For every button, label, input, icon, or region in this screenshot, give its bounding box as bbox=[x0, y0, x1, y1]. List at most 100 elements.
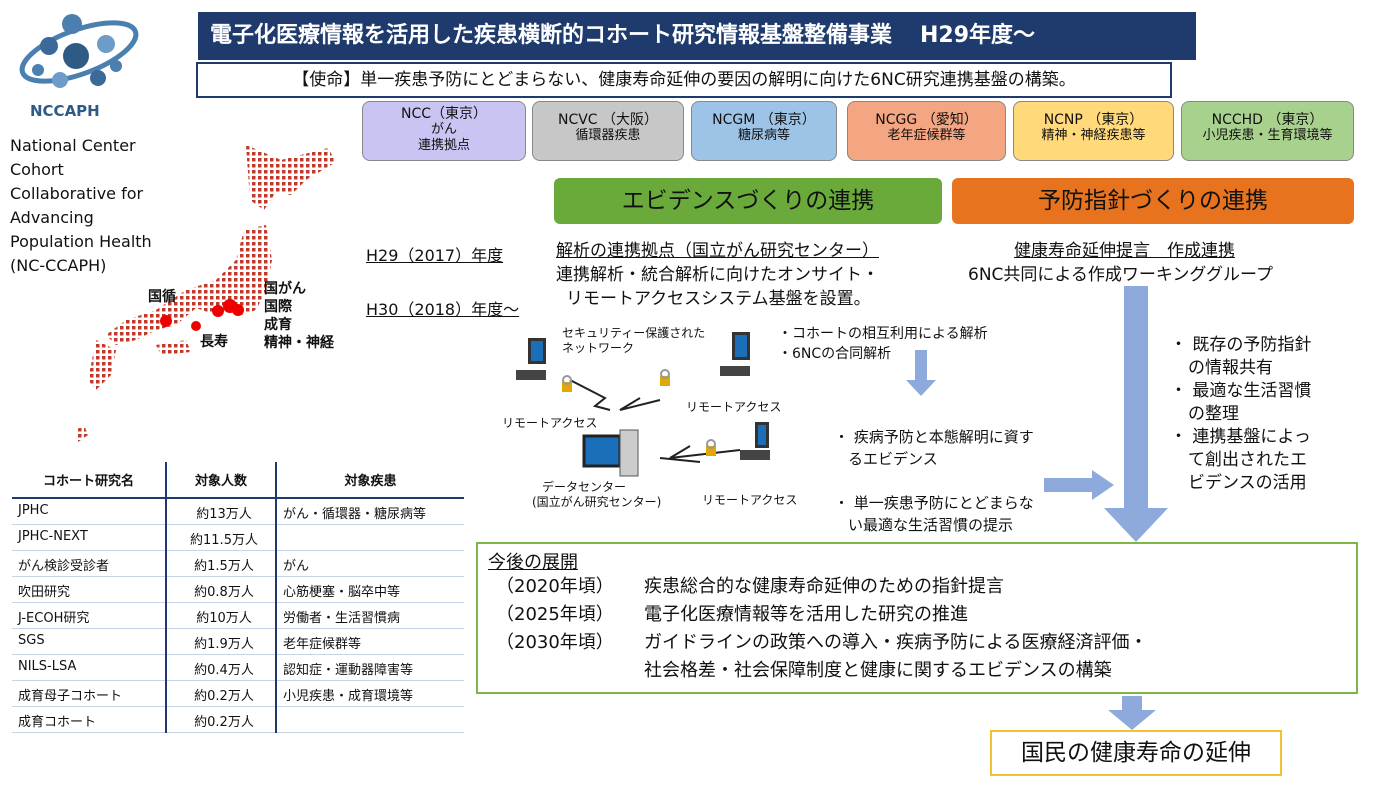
prevention-block-title: 健康寿命延伸提言 作成連携 bbox=[1014, 241, 1235, 261]
arrows bbox=[569, 379, 741, 463]
center-box: NCCHD （東京）小児疾患・生育環境等 bbox=[1181, 101, 1354, 161]
future-year: （2025年頃） bbox=[496, 604, 614, 625]
table-cell: 約11.5万人 bbox=[165, 524, 277, 551]
table-cell bbox=[276, 524, 464, 551]
future-text: ガイドラインの政策への導入・疾病予防による医療経済評価・ bbox=[644, 632, 1148, 653]
secure-network-label: セキュリティー保護された ネットワーク bbox=[562, 326, 706, 355]
prevention-block-line1: 6NC共同による作成ワーキンググループ bbox=[968, 265, 1274, 285]
center-desc: 精神・神経疾患等 bbox=[1041, 128, 1146, 143]
center-box: NCC（東京）がん連携拠点 bbox=[362, 101, 526, 161]
table-cell: 老年症候群等 bbox=[276, 628, 464, 655]
evidence-heading: エビデンスづくりの連携 bbox=[554, 178, 942, 224]
table-cell: がん・循環器・糖尿病等 bbox=[276, 498, 464, 525]
evidence-bullet-2: ・ 単一疾患予防にとどまらな い最適な生活習慣の提示 bbox=[834, 494, 1034, 534]
table-row: がん検診受診者約1.5万人がん bbox=[12, 550, 464, 577]
japan-map bbox=[76, 145, 336, 442]
future-text: 社会格差・社会保障制度と健康に関するエビデンスの構築 bbox=[644, 660, 1112, 681]
table-cell: 心筋梗塞・脳卒中等 bbox=[276, 576, 464, 603]
table-cell: JPHC bbox=[12, 498, 166, 525]
table-cell: 吹田研究 bbox=[12, 576, 166, 603]
logo-subtitle: National Center Cohort Collaborative for… bbox=[10, 136, 152, 275]
table-cell: 成育コホート bbox=[12, 706, 166, 733]
map-label-right: 国がん 国際 成育 精神・神経 bbox=[264, 281, 334, 351]
lock-icons bbox=[562, 369, 716, 456]
center-name: NCCHD （東京） bbox=[1211, 112, 1324, 128]
datacenter-label: データセンター (国立がん研究センター) bbox=[532, 480, 662, 509]
center-box: NCNP （東京）精神・神経疾患等 bbox=[1013, 101, 1174, 161]
right-arrow bbox=[1044, 470, 1114, 500]
table-row: 吹田研究約0.8万人心筋梗塞・脳卒中等 bbox=[12, 576, 464, 603]
center-name: NCGG （愛知） bbox=[875, 112, 978, 128]
center-desc: 老年症候群等 bbox=[887, 128, 966, 143]
center-name: NCNP （東京） bbox=[1043, 112, 1144, 128]
center-desc: 循環器疾患 bbox=[575, 128, 641, 143]
table-cell: 約0.2万人 bbox=[165, 680, 277, 707]
table-cell bbox=[276, 706, 464, 733]
table-cell: 約0.2万人 bbox=[165, 706, 277, 733]
table-cell: 小児疾患・成育環境等 bbox=[276, 680, 464, 707]
table-header-row: コホート研究名 対象人数 対象疾患 bbox=[12, 462, 464, 499]
table-cell: がん bbox=[276, 550, 464, 577]
evidence-block-title: 解析の連携拠点（国立がん研究センター） bbox=[556, 241, 879, 261]
table-cell: がん検診受診者 bbox=[12, 550, 166, 577]
center-name: NCVC （大阪） bbox=[557, 112, 659, 128]
future-text: 疾患総合的な健康寿命延伸のための指針提言 bbox=[644, 576, 1004, 597]
table-cell: 成育母子コホート bbox=[12, 680, 166, 707]
computer-icon bbox=[516, 332, 770, 460]
analysis-bullets: ・コホートの相互利用による解析 ・6NCの合同解析 bbox=[778, 326, 988, 362]
year-h30: H30（2018）年度～ bbox=[366, 300, 520, 319]
network-diagram bbox=[516, 332, 770, 477]
table-cell: J-ECOH研究 bbox=[12, 602, 166, 629]
center-desc: がん bbox=[430, 122, 457, 137]
future-title: 今後の展開 bbox=[488, 552, 578, 573]
center-desc: 小児疾患・生育環境等 bbox=[1202, 128, 1333, 143]
table-cell: 認知症・運動器障害等 bbox=[276, 654, 464, 681]
center-name: NCC（東京） bbox=[400, 106, 488, 122]
table-cell: 約1.5万人 bbox=[165, 550, 277, 577]
table-cell: NILS-LSA bbox=[12, 654, 166, 681]
datacenter-icon bbox=[582, 429, 639, 477]
table-header: コホート研究名 bbox=[12, 462, 166, 499]
table-cell: JPHC-NEXT bbox=[12, 524, 166, 551]
future-outlook-box: 今後の展開 （2020年頃） 疾患総合的な健康寿命延伸のための指針提言 （2025年… bbox=[476, 542, 1358, 694]
right-bullets: ・ 既存の予防指針 の情報共有 ・ 最適な生活習慣 の整理 ・ 連携基盤によっ … bbox=[1170, 335, 1312, 493]
table-cell: SGS bbox=[12, 628, 166, 655]
center-name: NCGM （東京） bbox=[712, 112, 816, 128]
center-box: NCVC （大阪）循環器疾患 bbox=[532, 101, 684, 161]
table-cell: 労働者・生活習慣病 bbox=[276, 602, 464, 629]
map-label-junkan: 国循 bbox=[148, 289, 176, 305]
table-header: 対象疾患 bbox=[276, 462, 464, 499]
evidence-block-line1: 連携解析・統合解析に向けたオンサイト・ bbox=[556, 265, 879, 285]
remote-access-2: リモートアクセス bbox=[686, 400, 782, 414]
table-cell: 約10万人 bbox=[165, 602, 277, 629]
remote-access-1: リモートアクセス bbox=[502, 416, 598, 430]
year-h29: H29（2017）年度 bbox=[366, 246, 504, 265]
table-cell: 約0.4万人 bbox=[165, 654, 277, 681]
table-row: 成育母子コホート約0.2万人小児疾患・成育環境等 bbox=[12, 680, 464, 707]
table-row: 成育コホート約0.2万人 bbox=[12, 706, 464, 733]
center-box: NCGG （愛知）老年症候群等 bbox=[847, 101, 1006, 161]
future-year: （2020年頃） bbox=[496, 576, 614, 597]
logo-text: NCCAPH bbox=[30, 102, 100, 120]
prevention-heading: 予防指針づくりの連携 bbox=[952, 178, 1354, 224]
center-box: NCGM （東京）糖尿病等 bbox=[691, 101, 837, 161]
center-desc: 連携拠点 bbox=[417, 138, 470, 153]
down-arrow-large bbox=[1104, 286, 1168, 542]
down-arrow-final bbox=[1108, 696, 1156, 730]
center-desc: 糖尿病等 bbox=[737, 128, 790, 143]
mission-statement: 【使命】単一疾患予防にとどまらない、健康寿命延伸の要因の解明に向けた6NC研究連… bbox=[196, 62, 1172, 98]
future-text: 電子化医療情報等を活用した研究の推進 bbox=[644, 604, 968, 625]
remote-access-3: リモートアクセス bbox=[702, 493, 798, 507]
table-header: 対象人数 bbox=[165, 462, 277, 499]
map-label-choju: 長寿 bbox=[200, 334, 228, 350]
table-cell: 約13万人 bbox=[165, 498, 277, 525]
ncc-caph-logo bbox=[19, 14, 139, 88]
table-row: J-ECOH研究約10万人労働者・生活習慣病 bbox=[12, 602, 464, 629]
evidence-block-line2: リモートアクセスシステム基盤を設置。 bbox=[566, 289, 871, 309]
